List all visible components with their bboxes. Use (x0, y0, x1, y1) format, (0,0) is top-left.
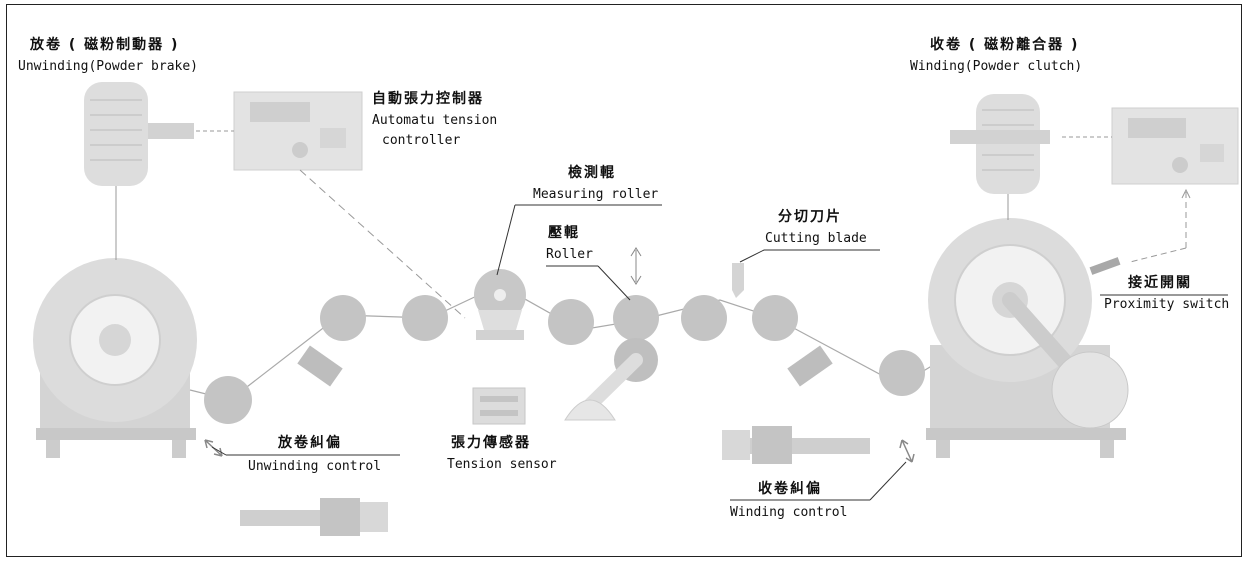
unwinding-control-actuator (204, 439, 388, 536)
cutting-blade-device (732, 263, 744, 298)
edge-sensor-left (297, 345, 343, 387)
powder-brake (84, 82, 194, 260)
winding-control-subtitle: Winding control (730, 505, 848, 520)
cutting-blade-title: 分切刀片 (778, 209, 842, 225)
guide-rollers (204, 295, 925, 424)
winding-control-actuator (722, 426, 915, 464)
cutting-blade-subtitle: Cutting blade (765, 231, 867, 246)
pressure-roller (564, 247, 658, 421)
winding-clutch-title: 收卷 ( 磁粉離合器 ) (930, 37, 1080, 53)
unwinding-control-title: 放卷糾偏 (278, 435, 342, 451)
tension-sensor-title: 張力傳感器 (451, 435, 531, 451)
proximity-switch-title: 接近開關 (1128, 275, 1192, 291)
tension-controller-right (1062, 107, 1239, 263)
pressure-roller-title: 壓輥 (548, 225, 580, 241)
proximity-switch-device (1089, 257, 1121, 275)
tension-controller-subtitle-1: Automatu tension (372, 113, 498, 128)
edge-sensor-right (787, 345, 833, 387)
proximity-switch-subtitle: Proximity switch (1104, 297, 1230, 312)
measuring-roller-title: 檢測輥 (568, 165, 616, 181)
diagram-frame (6, 4, 1242, 557)
tension-controller-subtitle-2: controller (382, 133, 461, 148)
unwinding-brake-title: 放卷 ( 磁粉制動器 ) (30, 37, 180, 53)
unwind-reel-machine (33, 258, 197, 458)
leader-lines (211, 204, 1228, 501)
measuring-roller-subtitle: Measuring roller (533, 187, 659, 202)
tension-sensor-subtitle: Tension sensor (447, 457, 557, 472)
unwinding-brake-subtitle: Unwinding(Powder brake) (18, 59, 199, 74)
pressure-roller-subtitle: Roller (546, 247, 593, 262)
tension-sensor-device (472, 387, 526, 425)
powder-clutch (950, 94, 1050, 220)
unwinding-control-subtitle: Unwinding control (248, 459, 382, 474)
measuring-roller (474, 269, 526, 340)
tension-controller-left (196, 91, 466, 319)
rewind-reel-machine (926, 218, 1129, 458)
tension-controller-title: 自動張力控制器 (372, 91, 484, 107)
winding-clutch-subtitle: Winding(Powder clutch) (910, 59, 1083, 74)
winding-control-title: 收卷糾偏 (758, 481, 822, 497)
